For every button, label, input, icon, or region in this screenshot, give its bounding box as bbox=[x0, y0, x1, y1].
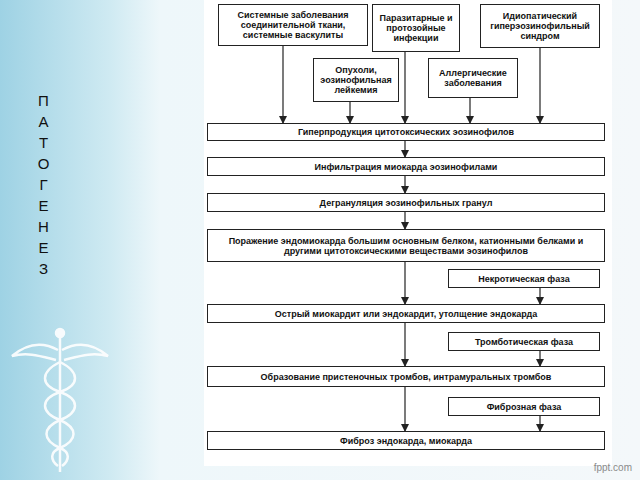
flow-arrow bbox=[404, 212, 405, 229]
box-text: Острый миокардит или эндокардит, утолщен… bbox=[275, 309, 538, 319]
box-text: Инфильтрация миокарда эозинофилами bbox=[315, 162, 498, 172]
flow-arrow bbox=[404, 323, 405, 366]
flow-arrow bbox=[539, 288, 540, 304]
flow-arrow bbox=[469, 98, 470, 123]
flow-arrow bbox=[404, 141, 405, 157]
box-text: Опухоли, эозинофильная лейкемия bbox=[318, 65, 394, 95]
process-box: Тромботическая фаза bbox=[448, 332, 600, 351]
box-text: Аллергические заболевания bbox=[433, 68, 513, 88]
flow-arrow bbox=[539, 48, 540, 123]
flow-arrow bbox=[539, 351, 540, 366]
watermark: fppt.com bbox=[594, 462, 632, 473]
flow-arrow bbox=[404, 176, 405, 193]
box-text: Гиперпродукция цитотоксических эозинофил… bbox=[298, 127, 514, 137]
box-text: Фиброзная фаза bbox=[487, 402, 562, 412]
process-box: Опухоли, эозинофильная лейкемия bbox=[313, 58, 399, 102]
process-box: Дегрануляция эозинофильных гранул bbox=[207, 193, 605, 212]
process-box: Образование пристеночных тромбов, интрам… bbox=[207, 366, 605, 387]
box-text: Системные заболевания соединительной тка… bbox=[223, 10, 363, 40]
process-box: Паразитарные и протозойные инфекции bbox=[372, 4, 460, 52]
flow-arrow bbox=[404, 52, 405, 123]
box-text: Фиброз эндокарда, миокарда bbox=[340, 436, 472, 446]
flow-arrow bbox=[404, 387, 405, 431]
process-box: Острый миокардит или эндокардит, утолщен… bbox=[207, 304, 605, 323]
process-box: Инфильтрация миокарда эозинофилами bbox=[207, 157, 605, 176]
box-text: Тромботическая фаза bbox=[475, 337, 573, 347]
box-text: Поражение эндомиокарда большим основным … bbox=[212, 236, 600, 256]
process-box: Системные заболевания соединительной тка… bbox=[218, 4, 368, 46]
box-text: Дегрануляция эозинофильных гранул bbox=[320, 198, 493, 208]
flow-arrow bbox=[404, 262, 405, 304]
process-box: Аллергические заболевания bbox=[428, 58, 518, 98]
flow-arrow bbox=[539, 416, 540, 431]
flow-arrow bbox=[282, 46, 283, 123]
box-text: Идиопатический гиперэозинофильный синдро… bbox=[485, 11, 595, 41]
process-box: Гиперпродукция цитотоксических эозинофил… bbox=[207, 123, 605, 141]
box-text: Некротическая фаза bbox=[478, 274, 569, 284]
vertical-title: ПАТОГЕНЕЗ bbox=[36, 90, 51, 279]
box-text: Паразитарные и протозойные инфекции bbox=[377, 13, 455, 43]
process-box: Поражение эндомиокарда большим основным … bbox=[207, 229, 605, 262]
process-box: Фиброзная фаза bbox=[448, 397, 600, 416]
box-text: Образование пристеночных тромбов, интрам… bbox=[261, 372, 552, 382]
process-box: Идиопатический гиперэозинофильный синдро… bbox=[480, 4, 600, 48]
flow-arrow bbox=[349, 102, 350, 123]
process-box: Некротическая фаза bbox=[448, 269, 600, 288]
process-box: Фиброз эндокарда, миокарда bbox=[207, 431, 605, 450]
